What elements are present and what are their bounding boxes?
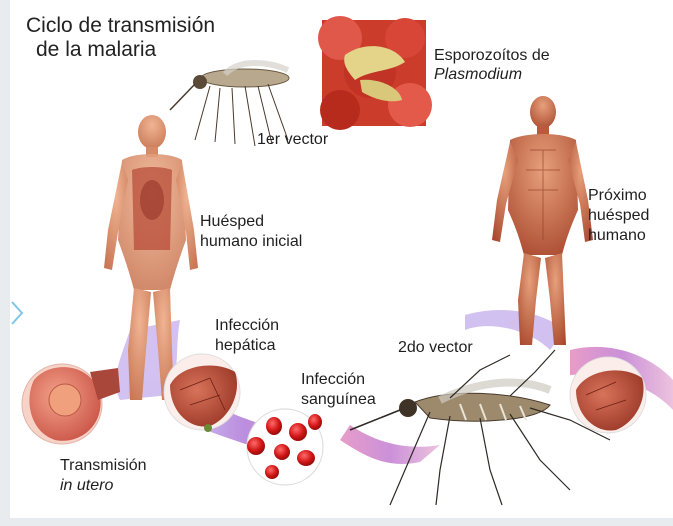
sporozoite-micrograph — [318, 16, 432, 130]
label-initial-host-line-2: humano inicial — [200, 232, 302, 251]
label-next-host-line-3: humano — [588, 226, 646, 245]
label-plasmodium: Plasmodium — [434, 65, 522, 84]
label-hepatic-line-2: hepática — [215, 336, 276, 355]
label-next-host-line-2: huésped — [588, 206, 649, 225]
label-initial-host-line-1: Huésped — [200, 212, 264, 231]
label-blood-line-2: sanguínea — [301, 390, 376, 409]
cycle-illustration — [10, 0, 673, 518]
label-blood-line-1: Infección — [301, 370, 365, 389]
title-line-2: de la malaria — [36, 38, 156, 61]
label-next-host-line-1: Próximo — [588, 186, 647, 205]
label-hepatic-line-1: Infección — [215, 316, 279, 335]
label-second-vector: 2do vector — [398, 338, 473, 357]
next-human-host-figure — [492, 96, 593, 345]
red-blood-cells-blood-infection — [247, 409, 323, 485]
title-line-1: Ciclo de transmisión — [26, 14, 215, 37]
label-transmission-line-1: Transmisión — [60, 456, 147, 475]
diagram-canvas: Ciclo de transmisión de la malaria Espor… — [10, 0, 673, 518]
label-in-utero: in utero — [60, 476, 113, 495]
label-esporozoitos: Esporozoítos de — [434, 46, 550, 65]
liver-next-host — [570, 357, 646, 433]
in-utero-womb-illustration — [22, 364, 120, 444]
label-first-vector: 1er vector — [257, 130, 328, 149]
